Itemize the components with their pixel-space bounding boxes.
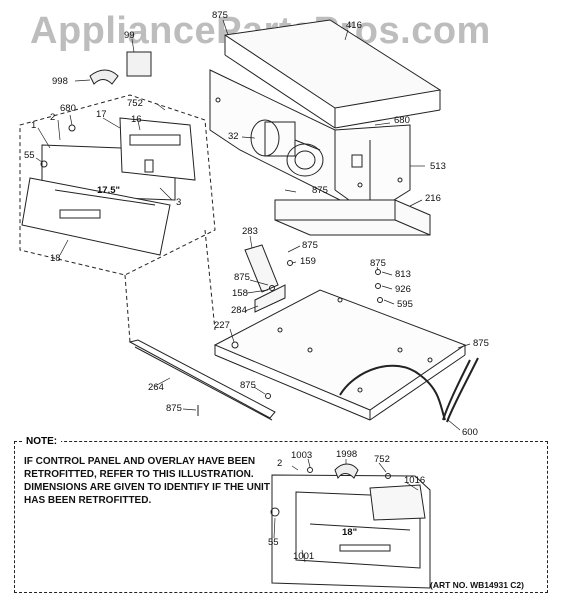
callout-3: 3 [176,197,182,208]
note-callout-1998: 1998 [336,449,358,460]
callout-875-top: 875 [212,10,228,21]
leader-lines [35,19,471,431]
callout-998: 998 [52,76,68,87]
callout-875-a: 875 [302,240,318,251]
base-plate [213,289,467,421]
note-callout-2: 2 [277,458,283,469]
callout-752: 752 [127,98,143,109]
callout-595: 595 [397,299,413,310]
top-cover [223,19,442,129]
callout-216: 216 [425,193,441,204]
note-box [14,441,548,593]
callout-18: 18 [50,253,61,264]
callout-16: 16 [131,114,142,125]
note-callout-1016: 1016 [404,475,426,486]
callout-284: 284 [231,305,247,316]
control-panel [21,117,196,256]
note-callout-1003: 1003 [291,450,313,461]
note-callout-1001: 1001 [293,551,315,562]
callout-875-c: 875 [370,258,386,269]
callout-227: 227 [214,320,230,331]
callout-875-b: 875 [234,272,250,283]
note-leader-lines [273,458,419,563]
note-dimension: 18" [342,527,358,538]
small-parts [40,51,383,416]
callout-875-mid: 875 [312,185,328,196]
callout-55: 55 [24,150,35,161]
bracket-283 [244,244,286,313]
note-text: IF CONTROL PANEL AND OVERLAY HAVE BEEN R… [24,456,270,506]
front-trim [274,199,431,236]
callout-600: 600 [462,427,478,438]
callout-680-left: 680 [60,103,76,114]
callout-416: 416 [346,20,362,31]
fan-motor [250,119,324,177]
control-panel-outline [19,94,216,343]
callout-159: 159 [300,256,316,267]
callout-158: 158 [232,288,248,299]
callout-813: 813 [395,269,411,280]
retrofit-panel [270,463,431,589]
art-number: (ART NO. WB14931 C2) [430,580,524,590]
callout-875-e: 875 [240,380,256,391]
callout-875-f: 875 [166,403,182,414]
callout-875-d: 875 [473,338,489,349]
note-callout-55: 55 [268,537,279,548]
callout-680-right: 680 [394,115,410,126]
note-callout-752: 752 [374,454,390,465]
wiring-harness [339,357,479,423]
note-title: NOTE: [22,436,62,447]
bottom-trim [128,339,276,421]
callout-99: 99 [124,30,135,41]
callout-283: 283 [242,226,258,237]
callout-513: 513 [430,161,446,172]
callout-926: 926 [395,284,411,295]
callout-17: 17 [96,109,107,120]
callout-1: 1 [31,120,37,131]
callout-264: 264 [148,382,164,393]
callout-32: 32 [228,131,239,142]
dimension-17-5: 17.5" [97,185,120,196]
callout-2: 2 [50,112,56,123]
